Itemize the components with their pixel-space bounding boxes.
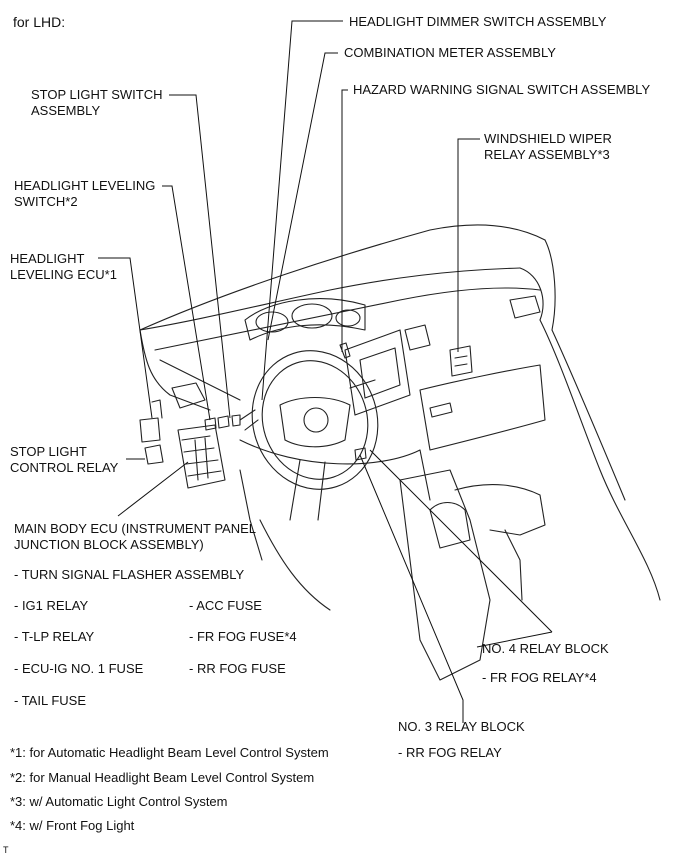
item-ecu-ig-fuse: - ECU-IG NO. 1 FUSE (14, 661, 144, 676)
meter-hood (244, 298, 366, 341)
callout-no4-relay-block: NO. 4 RELAY BLOCK (482, 641, 609, 656)
callout-combination-meter: COMBINATION METER ASSEMBLY (344, 45, 556, 60)
callout-main-body-ecu-line2: JUNCTION BLOCK ASSEMBLY) (14, 537, 204, 552)
dash-top-edge-2 (154, 287, 541, 351)
callout-leveling-ecu-line1: HEADLIGHT (10, 251, 85, 266)
callout-hazard-switch: HAZARD WARNING SIGNAL SWITCH ASSEMBLY (353, 82, 651, 97)
corner-mark: T (3, 845, 9, 855)
leader-combination-meter (267, 52, 338, 341)
item-fr-fog-fuse: - FR FOG FUSE*4 (189, 629, 297, 644)
left-dash-panel (139, 329, 211, 411)
item-tlp-relay: - T-LP RELAY (14, 629, 95, 644)
item-tail-fuse: - TAIL FUSE (14, 693, 86, 708)
callout-leveling-switch-line2: SWITCH*2 (14, 194, 78, 209)
leader-wiper-relay (457, 138, 480, 352)
leader-hazard (341, 89, 348, 352)
leader-main-body-ecu (117, 461, 189, 517)
junction-block (177, 424, 226, 489)
center-stack (344, 329, 411, 416)
callout-wiper-relay-line1: WINDSHIELD WIPER (484, 131, 612, 146)
leader-stop-light-switch (169, 94, 231, 419)
item-rr-fog-fuse: - RR FOG FUSE (189, 661, 286, 676)
stop-light-relay (144, 444, 164, 465)
leader-no4-relay (369, 449, 553, 633)
item-acc-fuse: - ACC FUSE (189, 598, 262, 613)
item-turn-signal: - TURN SIGNAL FLASHER ASSEMBLY (14, 567, 245, 582)
right-door-panel (539, 319, 661, 601)
leader-leveling-ecu (98, 257, 153, 419)
variant-label: for LHD: (13, 14, 66, 30)
callout-wiper-relay-line2: RELAY ASSEMBLY*3 (484, 147, 610, 162)
steering-wheel (251, 350, 379, 490)
callout-stop-light-relay-line1: STOP LIGHT (10, 444, 87, 459)
leader-leveling-switch (162, 185, 211, 421)
item-fr-fog-relay: - FR FOG RELAY*4 (482, 670, 597, 685)
windshield-edge (139, 224, 546, 331)
footnote-4: *4: w/ Front Fog Light (10, 818, 135, 833)
lower-dash (239, 439, 431, 501)
callout-no3-relay-block: NO. 3 RELAY BLOCK (398, 719, 525, 734)
callout-leveling-switch-line1: HEADLIGHT LEVELING (14, 178, 156, 193)
footnote-2: *2: for Manual Headlight Beam Level Cont… (10, 770, 315, 785)
center-console (399, 469, 491, 681)
callout-stop-light-switch-line1: STOP LIGHT SWITCH (31, 87, 163, 102)
leader-no3-relay (359, 454, 464, 723)
wiper-relay (449, 345, 473, 377)
footnote-1: *1: for Automatic Headlight Beam Level C… (10, 745, 329, 760)
callout-stop-light-relay-line2: CONTROL RELAY (10, 460, 119, 475)
callout-main-body-ecu-line1: MAIN BODY ECU (INSTRUMENT PANEL (14, 521, 256, 536)
leader-headlight-dimmer (261, 20, 343, 401)
callout-leveling-ecu-line2: LEVELING ECU*1 (10, 267, 117, 282)
footnote-3: *3: w/ Automatic Light Control System (10, 794, 228, 809)
callout-headlight-dimmer: HEADLIGHT DIMMER SWITCH ASSEMBLY (349, 14, 607, 29)
callout-stop-light-switch-line2: ASSEMBLY (31, 103, 101, 118)
item-ig1-relay: - IG1 RELAY (14, 598, 89, 613)
glove-box (419, 364, 546, 451)
leveling-ecu (139, 417, 161, 443)
item-rr-fog-relay: - RR FOG RELAY (398, 745, 502, 760)
